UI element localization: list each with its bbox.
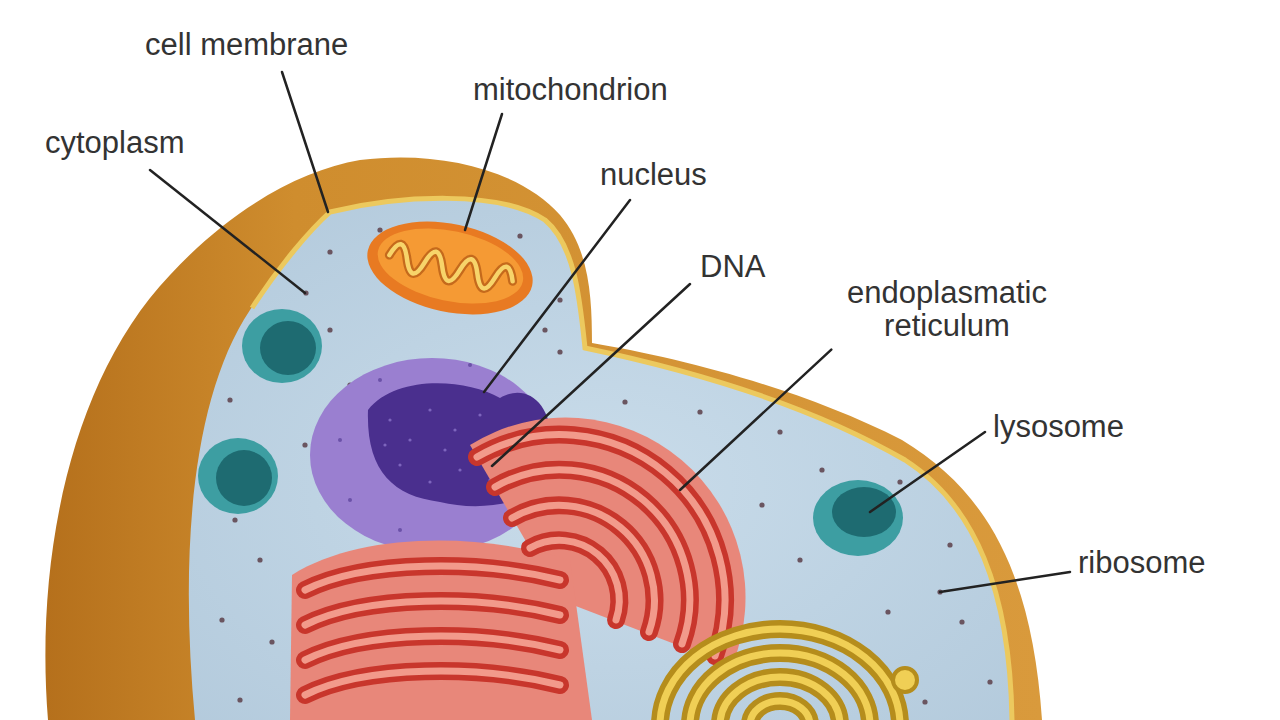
cell-body: [45, 157, 1042, 720]
nucleus-shape: [388, 418, 391, 421]
ribosome-dots: [697, 409, 702, 414]
part-label: lysosome: [993, 410, 1124, 443]
ribosome-dots: [557, 297, 562, 302]
nucleus-shape: [453, 428, 456, 431]
ribosome-dots: [759, 502, 764, 507]
mitochondrion-shape: [359, 207, 542, 328]
part-label: mitochondrion: [473, 73, 668, 106]
part-label: nucleus: [600, 158, 707, 191]
leader-lines: [282, 72, 328, 212]
ribosome-dots: [542, 327, 547, 332]
cell-body: [45, 157, 1042, 720]
er-shape: [512, 505, 654, 632]
ribosome-dots: [557, 349, 562, 354]
nucleus-shape: [383, 443, 386, 446]
mitochondrion-shape: [359, 207, 542, 328]
golgi-shape: [690, 653, 870, 720]
er-shape: [305, 601, 560, 625]
ribosome-dots: [777, 429, 782, 434]
nucleus-shape: [443, 448, 446, 451]
er-shape: [290, 541, 592, 720]
ribosome-dots: [947, 542, 952, 547]
ribosome-dots: [797, 557, 802, 562]
ribosome-dots: [327, 327, 332, 332]
nucleus-shape: [428, 480, 431, 483]
golgi-shape: [720, 677, 840, 720]
er-shape: [305, 636, 560, 660]
lysosome-shape: [832, 487, 896, 537]
nucleus-shape: [338, 438, 342, 442]
nucleus-shape: [458, 468, 461, 471]
er-shape: [477, 435, 725, 656]
ribosome-dots: [377, 227, 382, 232]
part-label: cell membrane: [145, 28, 348, 61]
leader-lines: [492, 284, 690, 466]
golgi-shape: [720, 677, 840, 720]
vesicle-shapes: [216, 450, 272, 506]
mitochondrion-shape: [387, 242, 516, 294]
golgi-shape: [660, 629, 900, 720]
ribosome-dots: [959, 619, 964, 624]
ribosome-dots: [237, 697, 242, 702]
ribosome-dots: [257, 557, 262, 562]
vesicle-shapes: [242, 309, 322, 383]
nucleus-shape: [398, 528, 402, 532]
er-shape: [495, 470, 690, 644]
nucleus-shape: [398, 463, 401, 466]
er-shape: [305, 636, 560, 660]
nucleus-shape: [348, 498, 352, 502]
ribosome-dots: [219, 617, 224, 622]
leader-lines: [870, 432, 985, 512]
leader-lines: [150, 170, 305, 293]
mitochondrion-shape: [371, 216, 530, 315]
nucleus-shape: [428, 408, 431, 411]
part-label: ribosome: [1078, 546, 1206, 579]
er-shape: [305, 671, 560, 695]
ribosome-dots: [517, 233, 522, 238]
leader-lines: [465, 114, 502, 230]
er-shape: [495, 470, 690, 644]
nucleus-shape: [408, 438, 411, 441]
nucleus-shape: [468, 363, 472, 367]
vesicle-shapes: [260, 321, 316, 375]
ribosome-dots: [232, 517, 237, 522]
nucleus-shape: [378, 378, 382, 382]
leader-lines: [940, 572, 1070, 592]
er-shape: [305, 566, 560, 590]
part-label: endoplasmatic reticulum: [822, 276, 1072, 343]
golgi-shape: [690, 653, 870, 720]
ribosome-dots: [897, 479, 902, 484]
golgi-shape: [660, 629, 917, 720]
er-shape: [305, 671, 560, 695]
ribosome-dots: [302, 442, 307, 447]
mitochondrion-shape: [387, 242, 516, 294]
er-shape: [305, 566, 560, 590]
ribosome-dots: [885, 609, 890, 614]
part-label: cytoplasm: [45, 126, 185, 159]
nucleus-shape: [478, 413, 481, 416]
er-shape: [477, 435, 725, 656]
ribosome-dots: [269, 639, 274, 644]
vesicle-shapes: [198, 309, 322, 514]
lysosome-shape: [813, 480, 903, 556]
golgi-shape: [660, 629, 900, 720]
ribosome-dots: [227, 397, 232, 402]
ribosome-dots: [819, 467, 824, 472]
golgi-shape: [893, 668, 917, 692]
leader-lines: [680, 350, 831, 490]
ribosome-dots: [622, 399, 627, 404]
er-shape: [305, 601, 560, 625]
golgi-shape: [750, 701, 810, 720]
ribosome-dots: [922, 699, 927, 704]
ribosome-dots: [987, 679, 992, 684]
golgi-shape: [750, 701, 810, 720]
leader-lines: [484, 200, 630, 392]
ribosome-dots: [327, 249, 332, 254]
part-label: DNA: [700, 250, 765, 283]
lysosome-shape: [813, 480, 903, 556]
vesicle-shapes: [198, 438, 278, 514]
